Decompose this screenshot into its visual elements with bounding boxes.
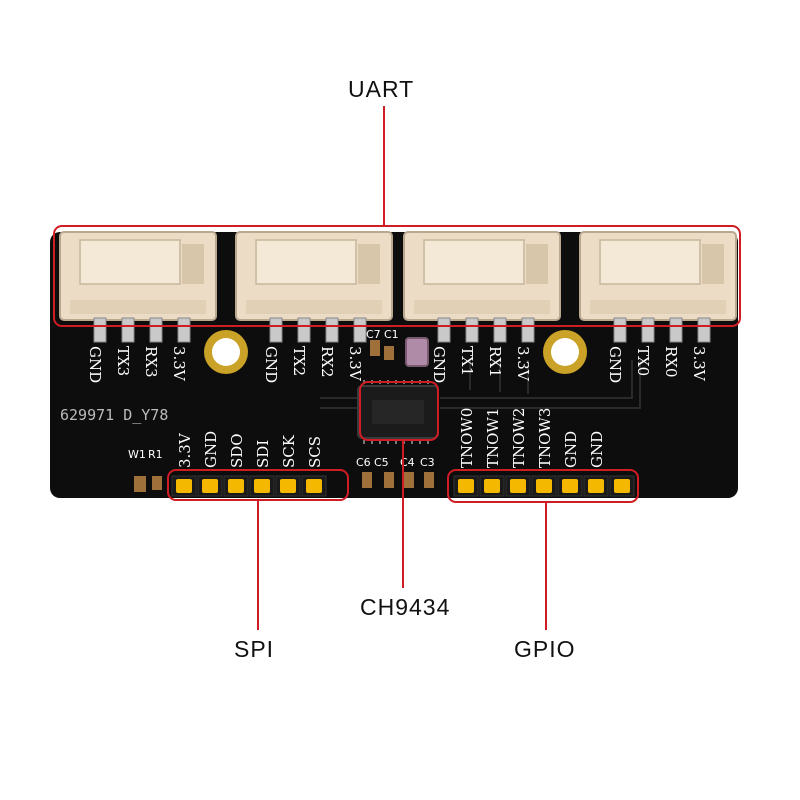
gpio-header-pin-2 — [505, 475, 531, 497]
designator-c3: C3 — [420, 456, 435, 469]
spi-header-pin-1 — [197, 475, 223, 497]
gpio-pin-label-1: TNOW1 — [484, 408, 502, 468]
uart-callout-label: UART — [348, 76, 415, 102]
designator-c7: C7 — [366, 328, 381, 341]
oscillator — [405, 337, 429, 367]
chip-highlight-box — [359, 381, 439, 441]
gpio-pin-label-0: TNOW0 — [458, 408, 476, 468]
callout-lines — [257, 106, 547, 630]
designator-c6: C6 — [356, 456, 371, 469]
gpio-highlight-box — [447, 469, 639, 503]
designator-r1: R1 — [148, 448, 163, 461]
spi-header-pin-3 — [249, 475, 275, 497]
uart0-pin-label-0: GND — [606, 346, 624, 383]
uart-connectors — [59, 231, 737, 343]
mounting-hole-left — [204, 330, 248, 374]
uart3-pin-label-1: TX3 — [114, 346, 132, 376]
gpio-header-pin-6 — [609, 475, 635, 497]
uart2-pin-label-1: TX2 — [290, 346, 308, 376]
spi-pin-label-5: SCS — [306, 436, 324, 468]
spi-pin-label-3: SDI — [254, 440, 272, 468]
gpio-pin-labels: TNOW0 TNOW1 TNOW2 TNOW3 GND GND — [458, 408, 606, 468]
chip-callout-label: CH9434 — [360, 594, 451, 620]
designator-labels: W1 R1 C6 C5 C4 C3 C7 C1 — [128, 328, 435, 469]
uart-connector-0 — [59, 231, 217, 343]
uart-connector-3 — [579, 231, 737, 343]
uart1-pin-label-0: GND — [430, 346, 448, 383]
gpio-pin-label-5: GND — [588, 431, 606, 468]
uart-highlight-box — [53, 225, 741, 327]
spi-header-pin-4 — [275, 475, 301, 497]
uart2-pin-label-2: RX2 — [318, 346, 336, 378]
spi-header-pin-2 — [223, 475, 249, 497]
gpio-header-pin-1 — [479, 475, 505, 497]
uart0-pin-label-2: RX0 — [662, 346, 680, 378]
uart0-pin-label-1: TX0 — [634, 346, 652, 376]
callout-boxes — [53, 225, 741, 503]
gpio-pin-label-3: TNOW3 — [536, 408, 554, 468]
uart0-pin-label-3: 3.3V — [690, 346, 708, 382]
spi-pin-label-1: GND — [202, 431, 220, 468]
gpio-pin-label-2: TNOW2 — [510, 408, 528, 468]
designator-c5: C5 — [374, 456, 389, 469]
gpio-pin-header — [453, 475, 635, 497]
gpio-header-pin-5 — [583, 475, 609, 497]
spi-pin-label-4: SCK — [280, 434, 298, 468]
mounting-hole-right — [543, 330, 587, 374]
ch9434-chip — [357, 380, 439, 444]
pcb-board — [50, 232, 738, 498]
gpio-pin-label-4: GND — [562, 431, 580, 468]
gpio-header-pin-3 — [531, 475, 557, 497]
part-code: 629971 D_Y78 — [60, 406, 168, 424]
spi-callout-label: SPI — [234, 636, 275, 662]
uart-connector-2 — [403, 231, 561, 343]
uart1-pin-label-2: RX1 — [486, 346, 504, 378]
uart1-pin-label-1: TX1 — [458, 346, 476, 376]
uart3-pin-label-2: RX3 — [142, 346, 160, 378]
spi-pin-labels: 3.3V GND SDO SDI SCK SCS — [176, 431, 324, 468]
pcb-traces — [320, 360, 641, 409]
uart3-pin-label-3: 3.3V — [170, 346, 188, 382]
spi-pin-label-0: 3.3V — [176, 432, 194, 468]
gpio-callout-label: GPIO — [514, 636, 576, 662]
spi-pin-label-2: SDO — [228, 433, 246, 468]
smd-components — [134, 340, 434, 492]
uart-pin-labels: GND TX3 RX3 3.3V GND TX2 RX2 3.3V GND TX1 RX1 3.3V G… — [86, 346, 708, 383]
uart-connector-1 — [235, 231, 393, 343]
gpio-header-pin-4 — [557, 475, 583, 497]
uart2-pin-label-3: 3.3V — [346, 346, 364, 382]
spi-pin-header — [171, 475, 327, 497]
uart3-pin-label-0: GND — [86, 346, 104, 383]
uart2-pin-label-0: GND — [262, 346, 280, 383]
spi-header-pin-0 — [171, 475, 197, 497]
spi-header-pin-5 — [301, 475, 327, 497]
uart1-pin-label-3: 3.3V — [514, 346, 532, 382]
designator-c1: C1 — [384, 328, 399, 341]
gpio-header-pin-0 — [453, 475, 479, 497]
designator-w1: W1 — [128, 448, 146, 461]
